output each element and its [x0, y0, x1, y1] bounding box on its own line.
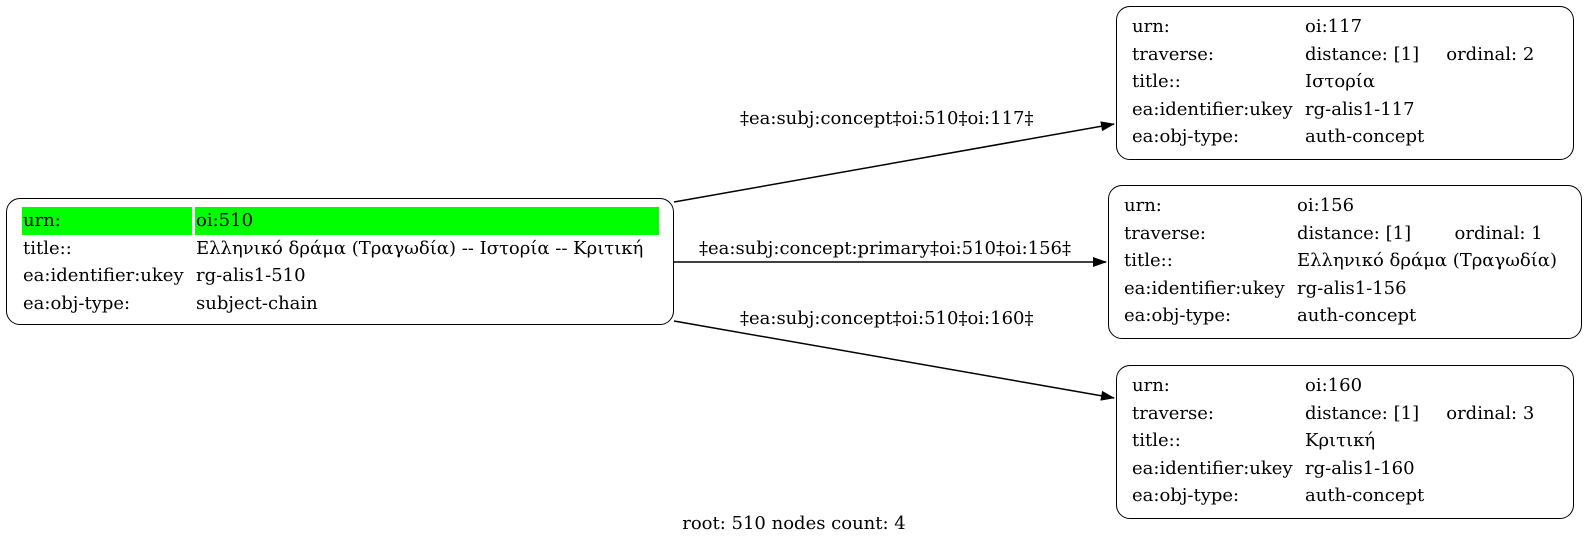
root-type-key: ea:obj-type:	[23, 292, 131, 314]
node-117-title-key: title::	[1132, 71, 1181, 92]
node-160-title: Κριτική	[1305, 430, 1376, 451]
edge-line-117	[673, 121, 1115, 203]
root-type-row: ea:obj-type: subject-chain	[22, 290, 659, 318]
node-156-traverse-key: traverse:	[1124, 222, 1206, 244]
node-160-ordinal: ordinal: 3	[1446, 402, 1535, 424]
node-117-urn: oi:117	[1305, 16, 1363, 37]
root-title-key: title::	[23, 237, 72, 259]
root-title-value: Ελληνικό δράμα (Τραγωδία) -- Ιστορία -- …	[196, 237, 644, 259]
root-title-row: title:: Ελληνικό δράμα (Τραγωδία) -- Ιστ…	[22, 235, 659, 263]
node-160-urn: oi:160	[1305, 375, 1363, 396]
node-117-ordinal: ordinal: 2	[1446, 43, 1535, 65]
node-160-distance: distance: [1]	[1305, 402, 1420, 424]
node-156-ukey: rg-alis1-156	[1297, 277, 1407, 299]
root-urn-row: urn: oi:510	[22, 207, 659, 235]
node-156-ukey-key: ea:identifier:ukey	[1124, 277, 1285, 299]
node-117-ukey-key: ea:identifier:ukey	[1132, 98, 1293, 120]
node-117-distance: distance: [1]	[1305, 43, 1420, 65]
node-160-title-key: title::	[1132, 430, 1181, 451]
edge-label-117: ‡ea:subj:concept‡oi:510‡oi:117‡	[740, 108, 1034, 129]
node-160-ukey: rg-alis1-160	[1305, 457, 1415, 479]
node-160-ukey-key: ea:identifier:ukey	[1132, 457, 1293, 479]
graph-footer: root: 510 nodes count: 4	[682, 513, 906, 534]
node-156-title: Ελληνικό δράμα (Τραγωδία)	[1297, 250, 1557, 271]
node-160-urn-key: urn:	[1132, 375, 1170, 396]
node-160-table: urn: oi:160 traverse: distance: [1] ordinal…	[1128, 372, 1538, 510]
root-node-table: urn: oi:510 title:: Ελληνικό δράμα (Τραγ…	[19, 207, 662, 317]
node-117-title: Ιστορία	[1305, 71, 1375, 92]
node-117-traverse-key: traverse:	[1132, 43, 1214, 65]
edge-line-160	[673, 320, 1115, 401]
node-156-urn: oi:156	[1297, 195, 1355, 216]
node-117-type-key: ea:obj-type:	[1132, 126, 1240, 147]
node-117-table: urn: oi:117 traverse: distance: [1] ordinal…	[1128, 13, 1538, 151]
node-156-table: urn: oi:156 traverse: distance: [1] ordinal…	[1120, 192, 1561, 330]
node-117-ukey: rg-alis1-117	[1305, 98, 1415, 120]
root-ukey-row: ea:identifier:ukey rg-alis1-510	[22, 262, 659, 290]
node-156-distance: distance: [1]	[1297, 222, 1412, 244]
edge-label-156: ‡ea:subj:concept:primary‡oi:510‡oi:156‡	[699, 238, 1071, 259]
root-ukey-value: rg-alis1-510	[196, 265, 306, 286]
root-urn-value: oi:510	[195, 207, 659, 235]
node-156-type: auth-concept	[1297, 305, 1417, 326]
node-156-urn-key: urn:	[1124, 195, 1162, 216]
root-node[interactable]: urn: oi:510 title:: Ελληνικό δράμα (Τραγ…	[6, 198, 674, 325]
node-160-traverse-key: traverse:	[1132, 402, 1214, 424]
node-160-type-key: ea:obj-type:	[1132, 485, 1240, 506]
node-oi-160[interactable]: urn: oi:160 traverse: distance: [1] ordinal…	[1116, 365, 1574, 519]
root-type-value: subject-chain	[196, 292, 318, 314]
node-oi-156[interactable]: urn: oi:156 traverse: distance: [1] ordinal…	[1108, 185, 1582, 339]
node-117-urn-key: urn:	[1132, 16, 1170, 37]
node-oi-117[interactable]: urn: oi:117 traverse: distance: [1] ordinal…	[1116, 6, 1574, 160]
node-160-type: auth-concept	[1305, 485, 1425, 506]
node-156-type-key: ea:obj-type:	[1124, 305, 1232, 326]
edge-label-160: ‡ea:subj:concept‡oi:510‡oi:160‡	[740, 308, 1034, 329]
root-ukey-key: ea:identifier:ukey	[23, 265, 184, 286]
root-urn-key: urn:	[22, 207, 192, 235]
node-156-title-key: title::	[1124, 250, 1173, 271]
node-117-type: auth-concept	[1305, 126, 1425, 147]
node-156-ordinal: ordinal: 1	[1454, 222, 1543, 244]
